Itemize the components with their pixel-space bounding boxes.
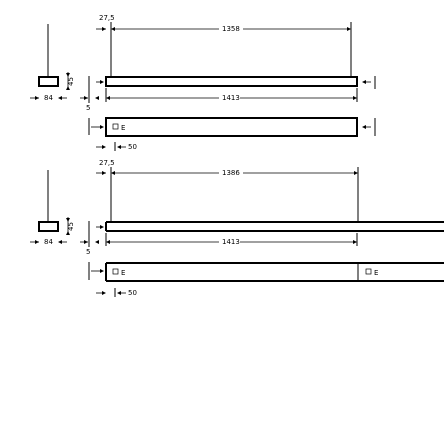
dim-top-offset-label: 27,5	[99, 159, 115, 167]
dim-height-label: 45	[67, 222, 75, 231]
arrow-icon	[66, 86, 70, 90]
arrow-icon	[58, 240, 62, 244]
dim-overall-label: 1413	[222, 238, 240, 246]
arrow-icon	[102, 145, 106, 149]
dim-top-offset-label: 27,5	[99, 14, 115, 22]
arrow-icon	[102, 27, 106, 31]
arrow-icon	[106, 96, 110, 100]
profile-section	[38, 221, 59, 232]
dim-gap-label: 5	[86, 248, 90, 256]
luminaire-bottom-view	[105, 117, 358, 137]
arrow-icon	[106, 240, 110, 244]
arrow-icon	[58, 96, 62, 100]
arrow-icon	[66, 231, 70, 235]
emergency-module-icon	[112, 123, 119, 130]
arrow-icon	[100, 225, 104, 229]
drawing-2: 27,5 1386 45 84 5	[30, 159, 444, 297]
dim-length-label: 1386	[222, 169, 240, 177]
arrow-icon	[362, 125, 366, 129]
arrow-icon	[66, 73, 70, 77]
dim-gap-label: 5	[86, 104, 90, 112]
arrow-icon	[117, 291, 121, 295]
dim-width-label: 84	[44, 238, 53, 246]
arrow-icon	[100, 80, 104, 84]
arrow-icon	[354, 171, 358, 175]
drawing-1: 27,5 1358 45 84 5	[30, 14, 376, 151]
arrow-icon	[111, 171, 115, 175]
dim-end-offset-label: 50	[128, 289, 137, 297]
arrow-icon	[35, 240, 39, 244]
arrow-icon	[111, 27, 115, 31]
arrow-icon	[102, 171, 106, 175]
arrow-icon	[95, 240, 99, 244]
arrow-icon	[84, 240, 88, 244]
arrow-icon	[35, 96, 39, 100]
arrow-icon	[95, 96, 99, 100]
arrow-icon	[100, 125, 104, 129]
arrow-icon	[66, 218, 70, 222]
dim-height-label: 45	[67, 77, 75, 86]
dim-overall-label: 1413	[222, 94, 240, 102]
dim-width-label: 84	[44, 94, 53, 102]
arrow-icon	[362, 80, 366, 84]
arrow-icon	[347, 27, 351, 31]
arrow-icon	[102, 291, 106, 295]
dim-end-offset-label: 50	[128, 143, 137, 151]
profile-section	[38, 76, 59, 87]
emergency-module-icon	[112, 268, 119, 275]
dim-length-label: 1358	[222, 25, 240, 33]
arrow-icon	[100, 269, 104, 273]
marker-label-right: E	[374, 269, 378, 277]
arrow-icon	[84, 96, 88, 100]
arrow-icon	[353, 240, 357, 244]
luminaire-side-view	[105, 76, 358, 87]
marker-label: E	[121, 124, 125, 132]
marker-label-left: E	[121, 269, 125, 277]
emergency-module-icon	[365, 268, 372, 275]
arrow-icon	[353, 96, 357, 100]
arrow-icon	[117, 145, 121, 149]
